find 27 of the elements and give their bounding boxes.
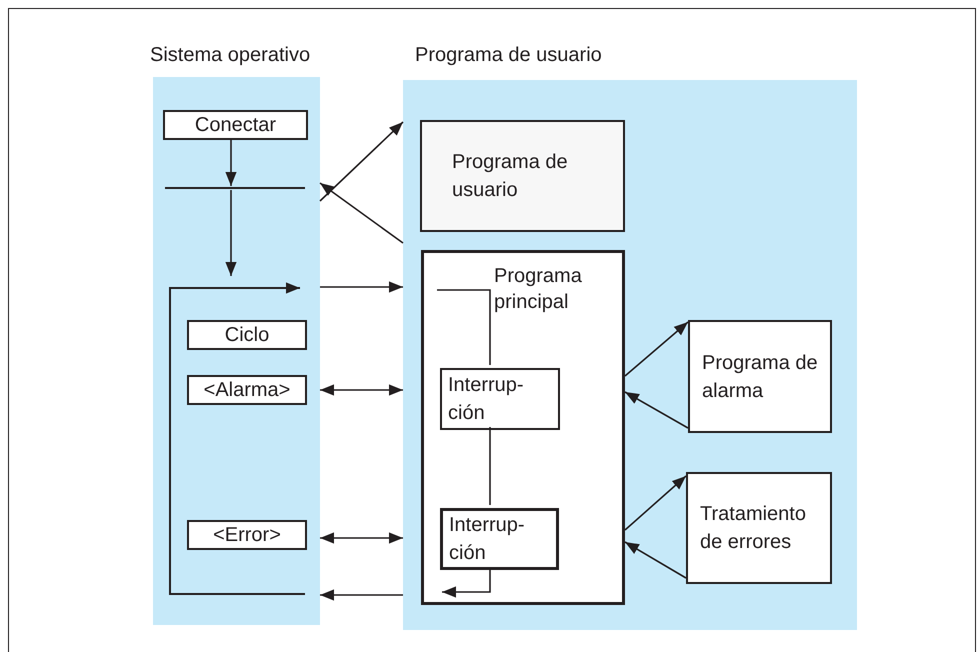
arrow <box>624 391 688 429</box>
box-label: Programa principal <box>494 264 583 315</box>
arrow <box>320 589 403 601</box>
step-box: Conectar <box>163 110 308 140</box>
arrow <box>624 321 689 377</box>
step-box: <Error> <box>187 520 307 550</box>
arrow <box>442 567 491 598</box>
program-box: Tratamiento de errores <box>686 472 832 584</box>
panel-heading: Programa de usuario <box>415 43 602 68</box>
arrow <box>320 384 403 396</box>
arrow <box>225 140 237 186</box>
interrupt-box: Interrup- ción <box>440 368 560 430</box>
main-program-box <box>421 250 625 605</box>
program-box: Programa de alarma <box>688 320 832 433</box>
arrow <box>319 121 404 202</box>
arrow <box>624 475 687 531</box>
step-box: <Alarma> <box>187 375 307 405</box>
arrow <box>320 182 404 244</box>
arrow <box>225 190 237 276</box>
arrow <box>624 541 686 579</box>
panel-heading: Sistema operativo <box>150 43 310 68</box>
step-box: Ciclo <box>187 320 307 350</box>
program-box: Programa de usuario <box>420 120 625 232</box>
sync-bar <box>165 186 305 190</box>
arrow <box>320 532 403 544</box>
arrow <box>320 281 403 293</box>
interrupt-box: Interrup- ción <box>440 508 559 570</box>
